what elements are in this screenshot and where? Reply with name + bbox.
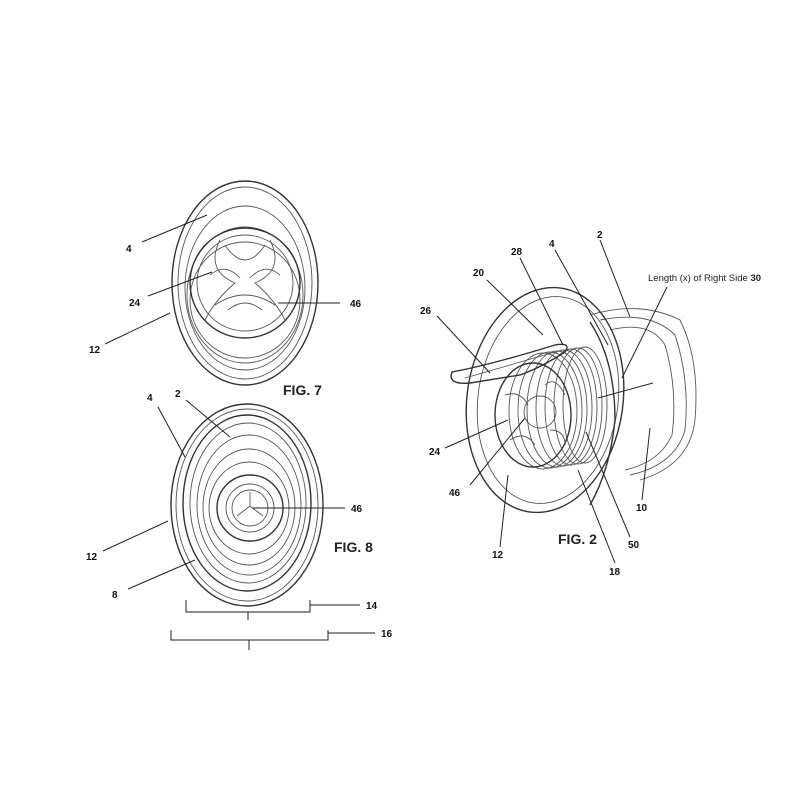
fig8-label-2: 2 <box>175 389 181 400</box>
fig7-label-12: 12 <box>89 345 101 356</box>
fig2-label-28: 28 <box>511 247 523 258</box>
fig2-leader-30 <box>621 286 668 379</box>
fig8-brace-16 <box>170 630 375 650</box>
fig7-leader-24 <box>147 271 213 297</box>
fig8-label-12: 12 <box>86 552 98 563</box>
fig2-title: FIG. 2 <box>558 531 597 547</box>
fig7-title: FIG. 7 <box>283 382 322 398</box>
fig7-leader-12 <box>104 312 171 345</box>
fig2-leader-12 <box>499 474 509 548</box>
fig2-label-50: 50 <box>628 540 640 551</box>
fig7-label-24: 24 <box>129 298 141 309</box>
fig2-leader-10 <box>641 427 651 501</box>
fig7-label-4: 4 <box>126 244 132 255</box>
fig8-drawing <box>170 403 324 607</box>
fig2-label-24: 24 <box>429 447 441 458</box>
fig2-label-2: 2 <box>597 230 603 241</box>
fig2-label-18: 18 <box>609 567 621 578</box>
fig2-leader-20 <box>486 279 544 336</box>
fig8-leader-4 <box>157 406 186 458</box>
fig2-label-10: 10 <box>636 503 648 514</box>
fig2-leader-46 <box>469 417 526 486</box>
fig8-leader-2 <box>185 399 231 438</box>
fig2-label-4: 4 <box>549 239 555 250</box>
fig8-label-8: 8 <box>112 590 118 601</box>
fig2-label-26: 26 <box>420 306 432 317</box>
fig2-leader-28 <box>519 257 564 346</box>
fig2-drawing <box>450 286 697 514</box>
fig8-label-14: 14 <box>366 601 378 612</box>
fig8-leader-12 <box>102 520 169 552</box>
fig2-length-note: Length (x) of Right Side 30 <box>648 273 761 284</box>
fig2-leader-50 <box>585 431 631 538</box>
fig2-leader-24 <box>444 419 509 449</box>
fig8-label-16: 16 <box>381 629 393 640</box>
fig2-label-46: 46 <box>449 488 461 499</box>
fig2-leader-26 <box>436 315 491 374</box>
fig8-label-46: 46 <box>351 504 363 515</box>
fig8-label-4: 4 <box>147 393 153 404</box>
fig2-label-12: 12 <box>492 550 504 561</box>
fig2-label-20: 20 <box>473 268 485 279</box>
fig8-leader-8 <box>127 559 196 590</box>
fig8-title: FIG. 8 <box>334 539 373 555</box>
fig2-leader-4 <box>554 249 609 346</box>
fig2-leader-2 <box>599 239 631 318</box>
fig7-label-46: 46 <box>350 299 362 310</box>
fig7-leader-4 <box>141 214 208 243</box>
fig2-leader-18 <box>577 469 616 564</box>
fig7-drawing <box>171 180 319 386</box>
fig8-brace-14 <box>185 600 360 620</box>
